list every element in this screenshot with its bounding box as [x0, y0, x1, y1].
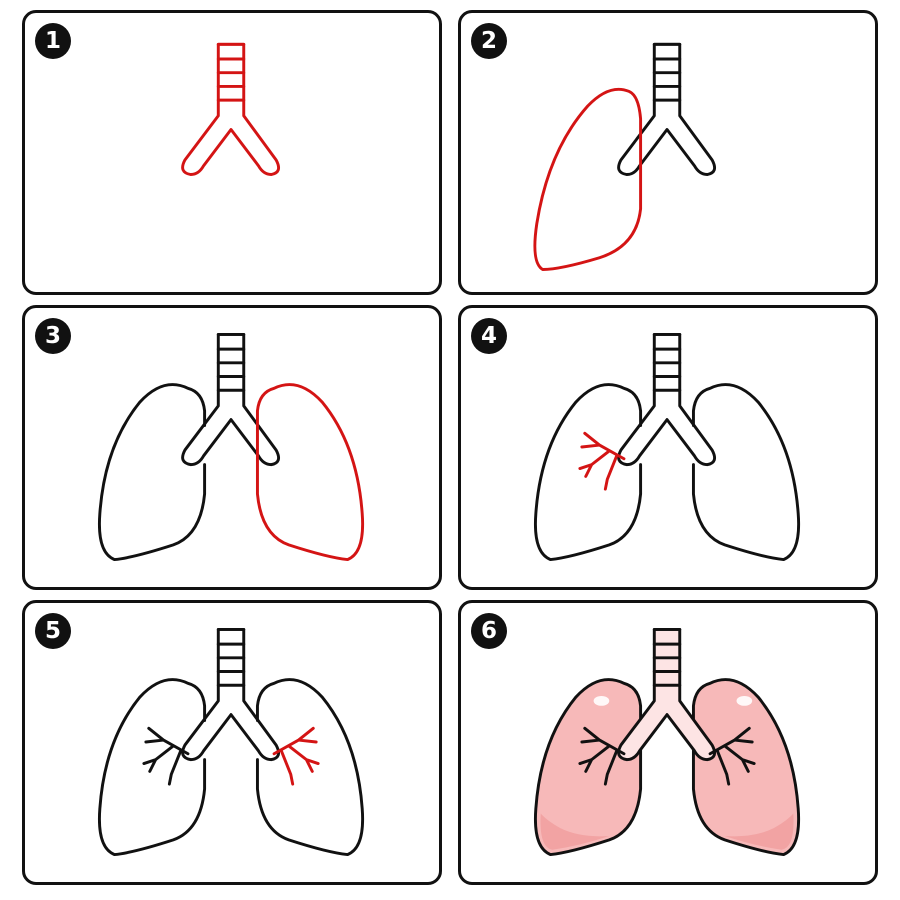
step-5-panel: 5 [22, 600, 442, 885]
left-lung-outline [533, 383, 643, 562]
step-2-drawing [533, 42, 717, 271]
left-lung-shine [593, 696, 610, 706]
step-6-drawing [533, 627, 801, 857]
left-lung-outline [97, 678, 207, 857]
left-lung-outline [97, 383, 207, 562]
step-4-badge: 4 [471, 318, 507, 354]
right-lung-outline [255, 383, 365, 562]
right-bronchioles [708, 726, 756, 786]
step-4-drawing [533, 332, 801, 562]
right-lung-outline [691, 383, 801, 562]
trachea [181, 42, 281, 176]
right-lung-outline [255, 678, 365, 857]
step-3-badge: 3 [35, 318, 71, 354]
left-bronchioles [142, 726, 190, 786]
step-2-panel: 2 [458, 10, 878, 295]
step-6-panel: 6 [458, 600, 878, 885]
step-5-drawing [97, 627, 365, 857]
step-1-drawing [181, 42, 281, 176]
trachea [181, 332, 281, 467]
left-lung-shade [540, 813, 610, 850]
trachea [617, 42, 717, 176]
step-4-panel: 4 [458, 305, 878, 590]
right-lung-shade [724, 813, 794, 850]
left-lung-outline [533, 87, 643, 271]
trachea [617, 332, 717, 467]
trachea [617, 627, 717, 762]
step-2-badge: 2 [471, 23, 507, 59]
right-bronchioles [272, 726, 320, 786]
left-bronchioles [578, 431, 626, 491]
step-3-drawing [97, 332, 365, 562]
step-5-badge: 5 [35, 613, 71, 649]
right-lung-shine [736, 696, 753, 706]
step-3-panel: 3 [22, 305, 442, 590]
step-1-badge: 1 [35, 23, 71, 59]
step-6-badge: 6 [471, 613, 507, 649]
step-1-panel: 1 [22, 10, 442, 295]
trachea [181, 627, 281, 762]
left-bronchioles [578, 726, 626, 786]
